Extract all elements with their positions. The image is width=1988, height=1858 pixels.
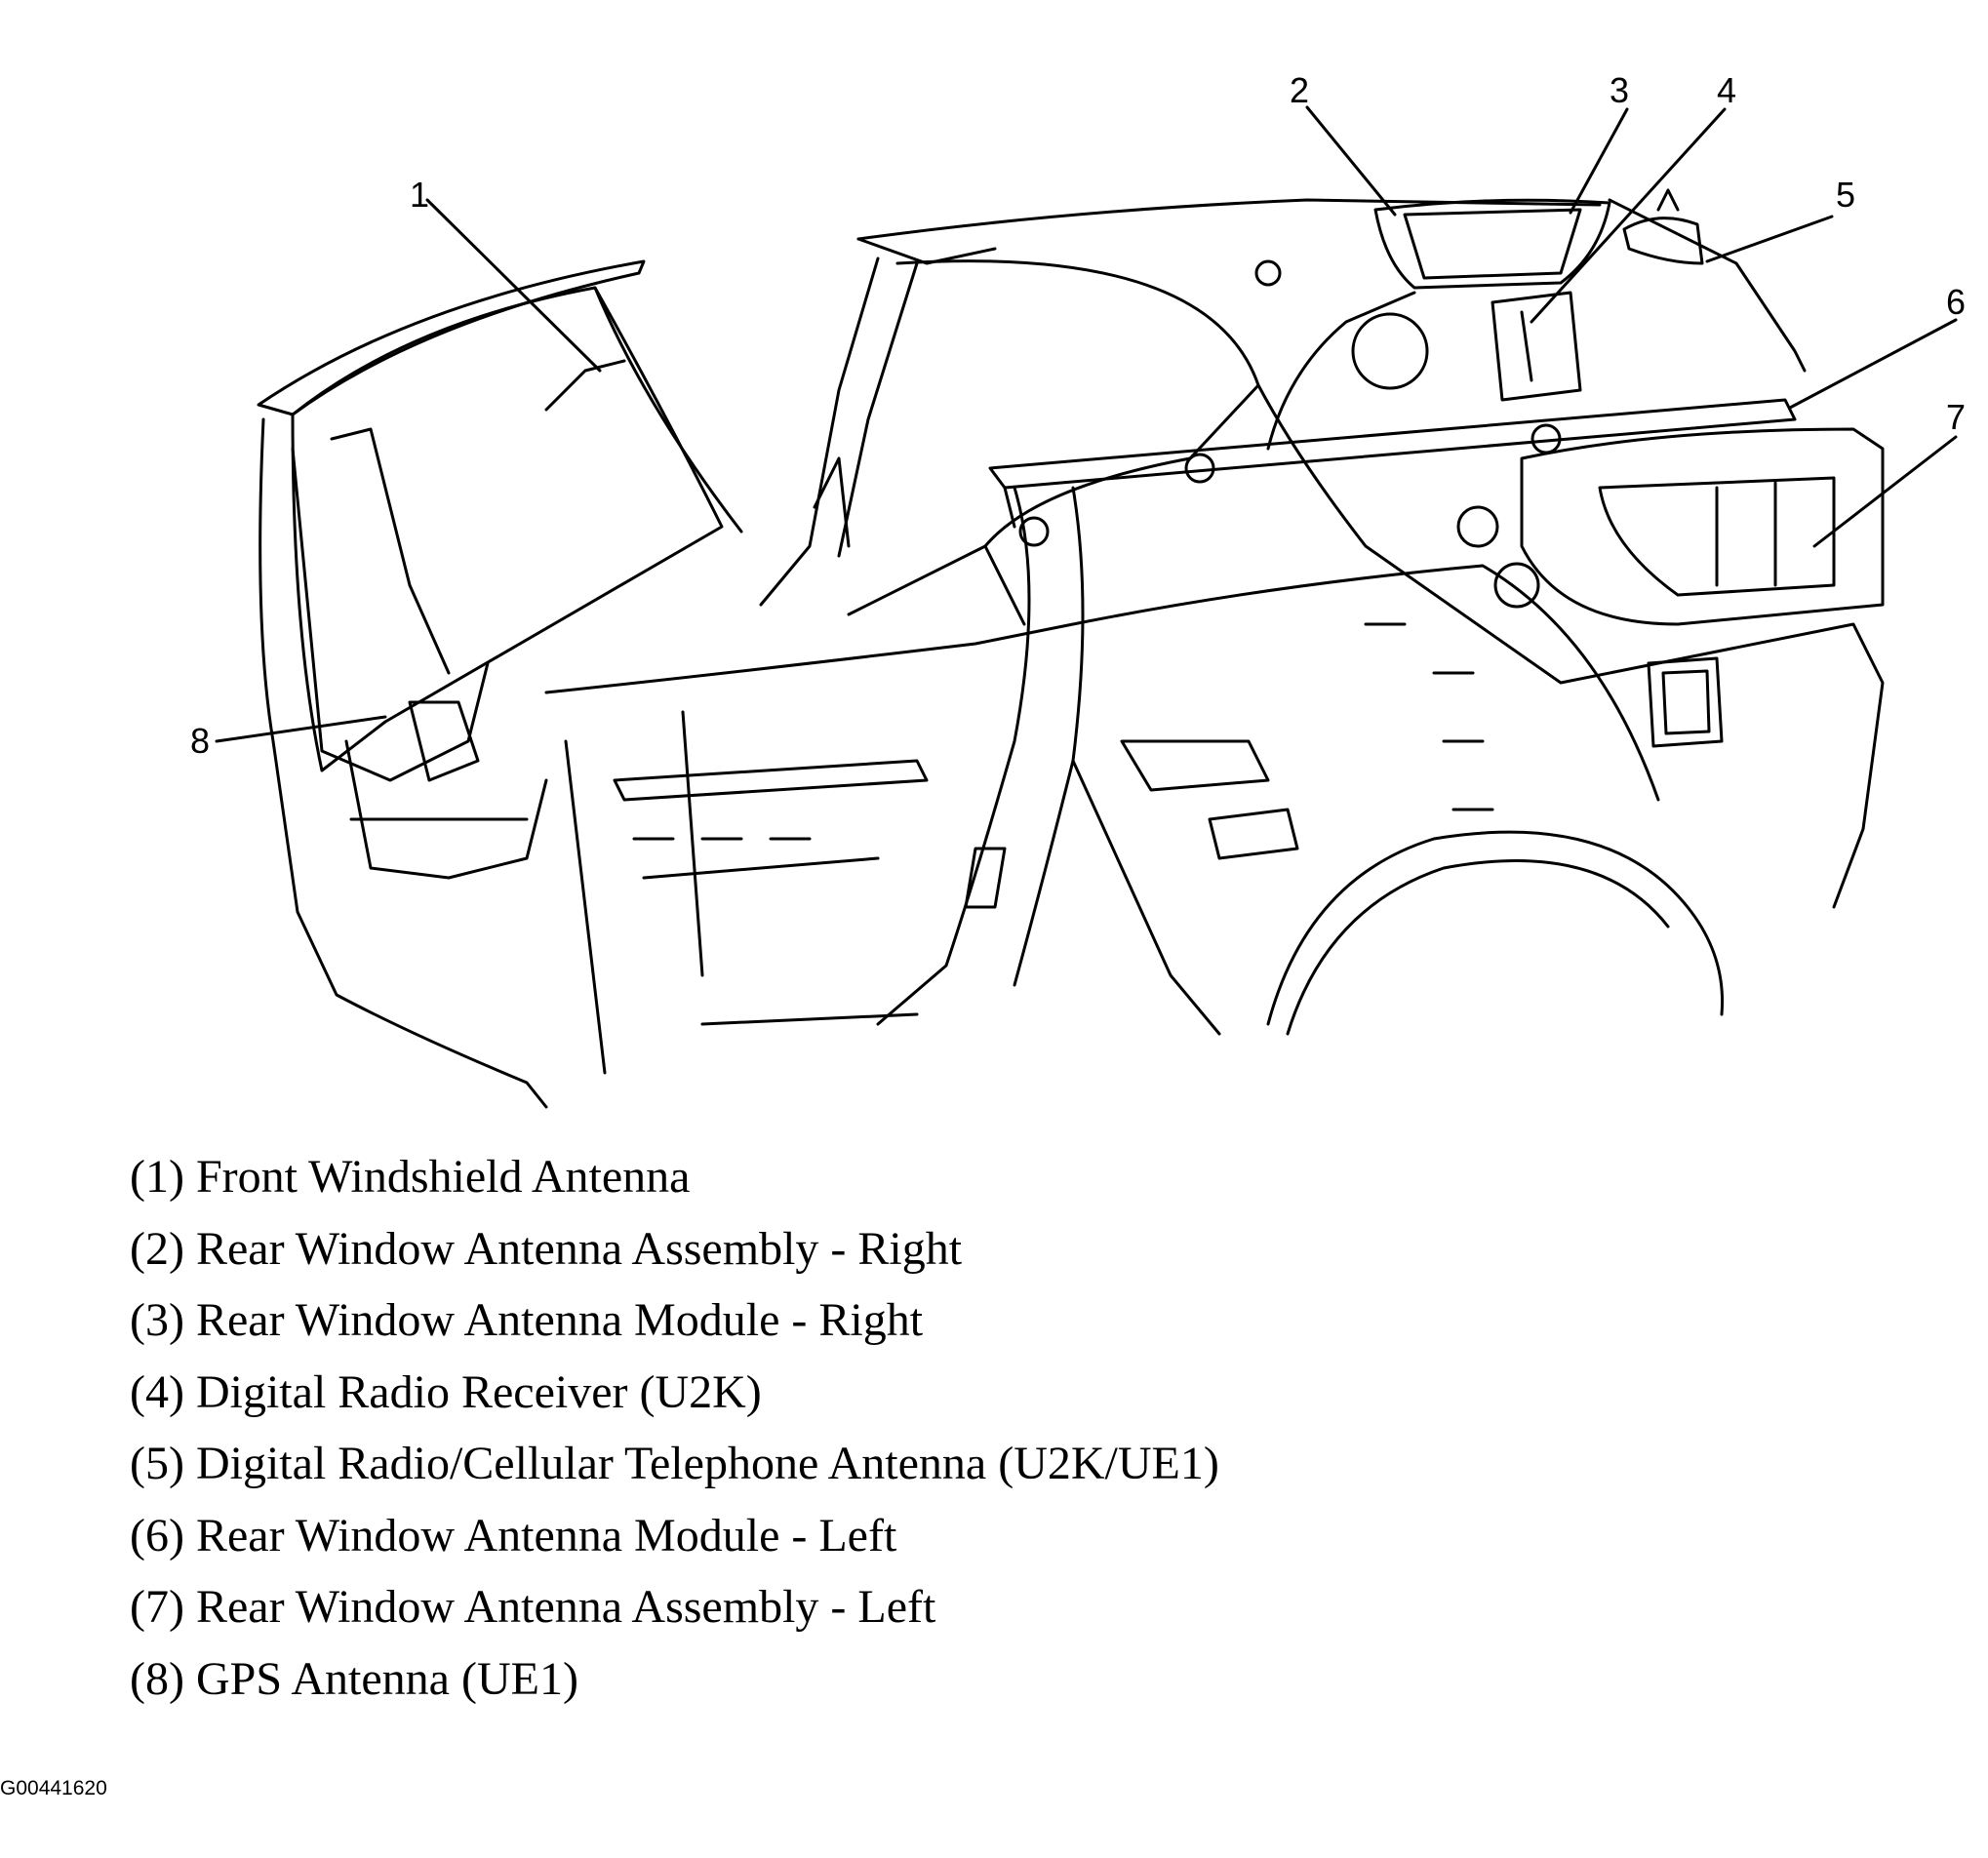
b-pillar [876, 486, 1031, 1026]
callout-2: 2 [1290, 70, 1309, 110]
rear-window-right [1373, 198, 1611, 290]
front-structure [258, 417, 548, 1109]
windshield-frame [257, 259, 646, 416]
legend-item-3: (3) Rear Window Antenna Module - Right [130, 1294, 924, 1346]
receiver-module [1491, 291, 1582, 402]
leader-line-7 [1812, 435, 1958, 548]
callout-1: 1 [410, 175, 429, 215]
floor-pan [544, 564, 1660, 802]
callout-4: 4 [1717, 70, 1736, 110]
callout-8: 8 [190, 721, 210, 761]
rear-wheel-arch [1266, 830, 1725, 1026]
windshield-glass [291, 286, 724, 772]
a-pillar [759, 257, 880, 607]
rear-quarter-panel [1256, 383, 1885, 909]
callout-5: 5 [1836, 175, 1855, 215]
leader-line-5 [1705, 215, 1834, 263]
leader-line-8 [215, 715, 387, 743]
legend-item-7: (7) Rear Window Antenna Assembly - Left [130, 1581, 936, 1633]
legend-item-5: (5) Digital Radio/Cellular Telephone Ant… [130, 1438, 1219, 1489]
leader-line-2 [1305, 105, 1397, 217]
legend-item-4: (4) Digital Radio Receiver (U2K) [130, 1365, 762, 1418]
figure-id: G00441620 [0, 1777, 107, 1799]
leader-line-6 [1788, 318, 1958, 410]
legend-item-8: (8) GPS Antenna (UE1) [130, 1652, 578, 1705]
legend-item-2: (2) Rear Window Antenna Assembly - Right [130, 1222, 963, 1275]
leader-line-3 [1569, 107, 1629, 215]
rear-window-left [1520, 427, 1885, 626]
callout-3: 3 [1610, 70, 1629, 110]
legend-item-1: (1) Front Windshield Antenna [130, 1151, 691, 1203]
roof-rail [856, 198, 1602, 241]
vehicle-body-illustration: 1 2 3 4 5 6 7 8 [190, 70, 1966, 1109]
front-door-opening [847, 259, 1260, 616]
callout-7: 7 [1946, 397, 1966, 437]
legend: (1) Front Windshield Antenna (2) Rear Wi… [130, 1141, 1219, 1715]
legend-item-6: (6) Rear Window Antenna Module - Left [130, 1509, 897, 1562]
leader-line-1 [425, 198, 602, 373]
leader-line-4 [1530, 107, 1727, 324]
callout-6: 6 [1946, 282, 1966, 322]
sill-beam [988, 398, 1797, 490]
